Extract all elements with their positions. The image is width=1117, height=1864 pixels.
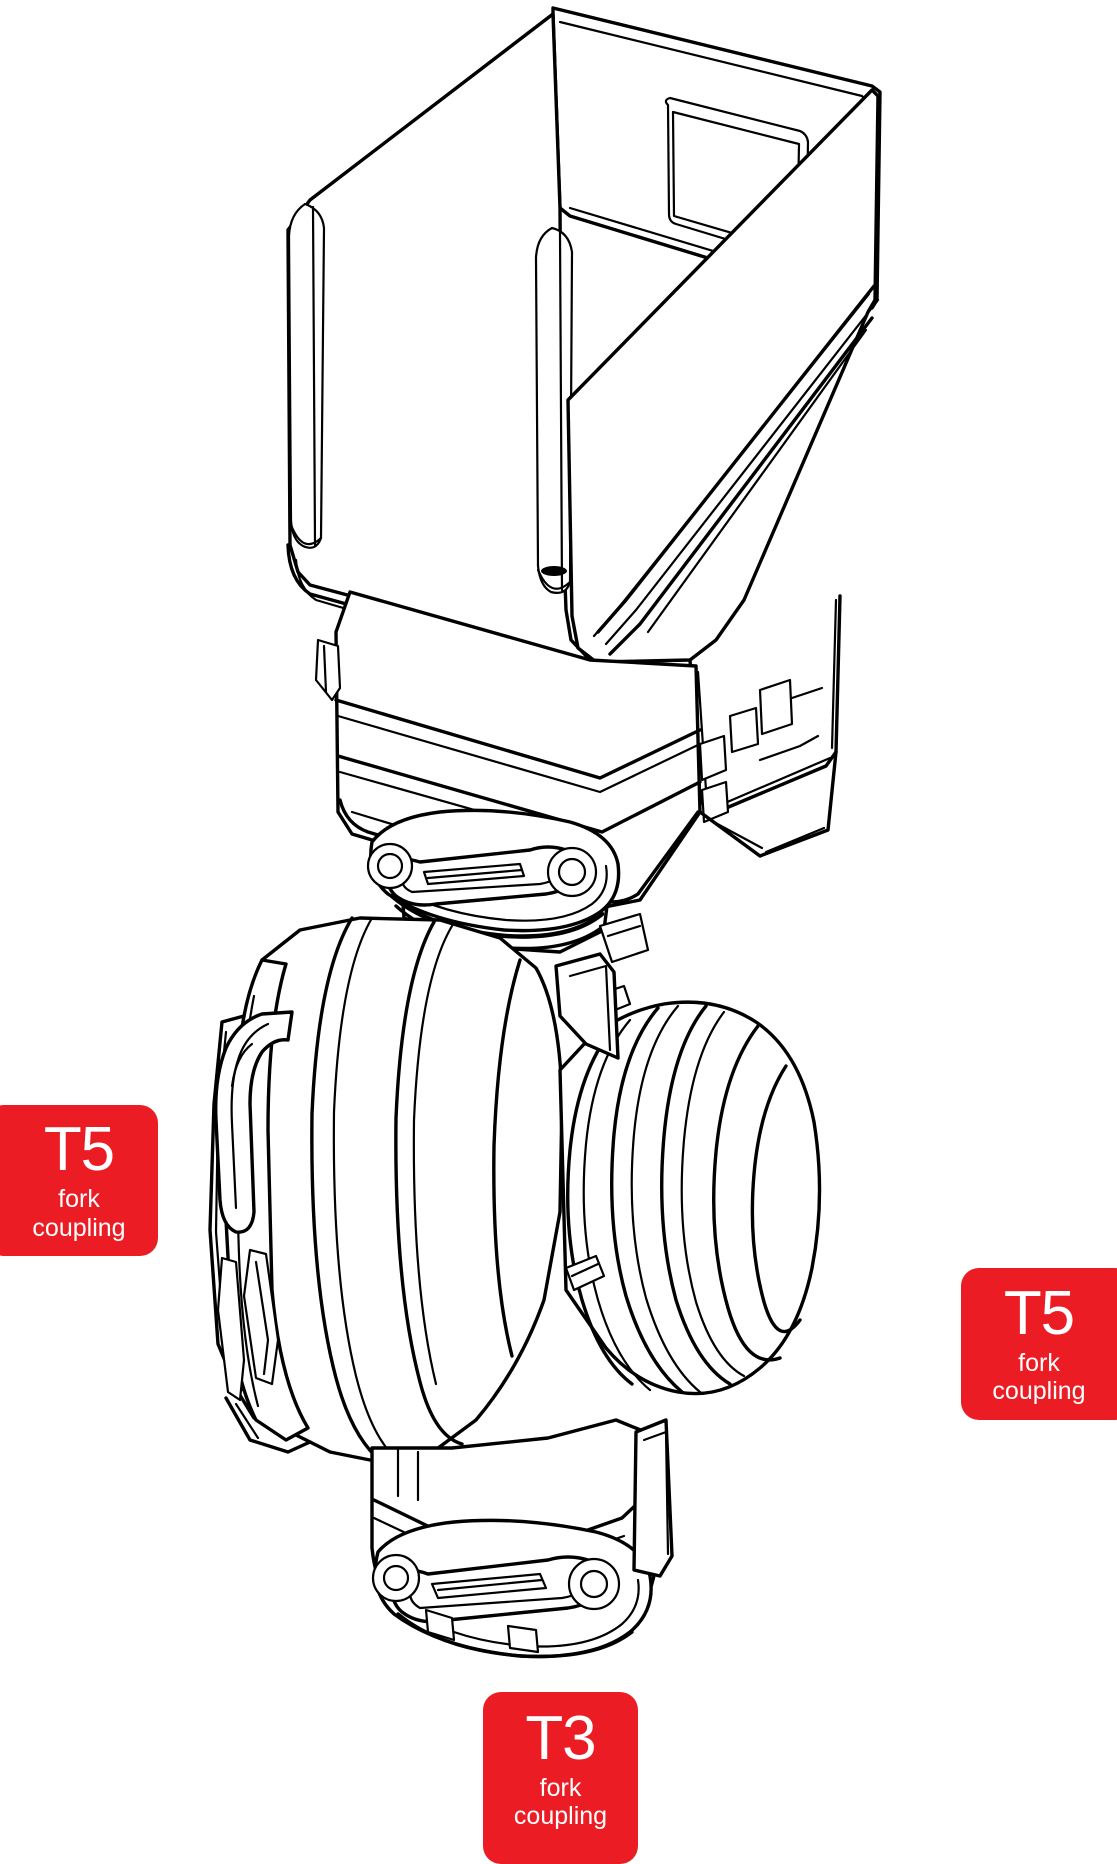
badge-right-code: T5 xyxy=(1003,1278,1075,1348)
badge-right-fork-coupling: T5 fork coupling xyxy=(961,1268,1117,1420)
badge-bottom-line2: coupling xyxy=(513,1802,608,1830)
badge-bottom-code: T3 xyxy=(525,1703,596,1773)
badge-bottom-line1: fork xyxy=(539,1773,582,1802)
bottom-port xyxy=(370,1418,674,1659)
clamp-ring-upper xyxy=(366,808,621,951)
badge-bottom-fork-coupling: T3 fork coupling xyxy=(483,1692,638,1864)
badge-right-line1: fork xyxy=(1018,1348,1060,1377)
badge-right-line2: coupling xyxy=(992,1377,1086,1405)
badge-left-fork-coupling: T5 fork coupling xyxy=(0,1105,158,1256)
badge-left-line2: coupling xyxy=(32,1213,126,1242)
badge-left-line1: fork xyxy=(58,1185,100,1213)
valve-body xyxy=(208,912,822,1464)
badge-left-code: T5 xyxy=(43,1115,115,1184)
actuator-housing xyxy=(286,6,882,816)
